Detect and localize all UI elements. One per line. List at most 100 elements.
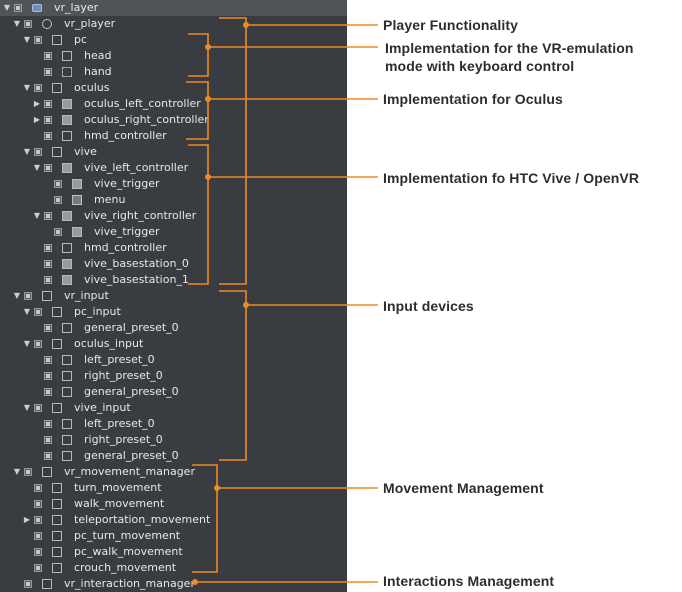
enable-checkbox[interactable] — [54, 196, 62, 204]
enable-checkbox[interactable] — [34, 340, 42, 348]
tree-row[interactable]: ▼vive — [0, 144, 347, 160]
enable-checkbox[interactable] — [24, 292, 32, 300]
tree-row[interactable]: walk_movement — [0, 496, 347, 512]
enable-checkbox[interactable] — [44, 68, 52, 76]
enable-checkbox[interactable] — [44, 276, 52, 284]
enable-checkbox[interactable] — [34, 148, 42, 156]
tree-row[interactable]: crouch_movement — [0, 560, 347, 576]
enable-checkbox[interactable] — [44, 164, 52, 172]
tree-row[interactable]: vive_trigger — [0, 176, 347, 192]
tree-row[interactable]: right_preset_0 — [0, 432, 347, 448]
enable-checkbox[interactable] — [14, 4, 22, 12]
tree-row[interactable]: pc_walk_movement — [0, 544, 347, 560]
enable-checkbox[interactable] — [34, 532, 42, 540]
annotation-player: Player Functionality — [383, 17, 519, 33]
tree-row[interactable]: right_preset_0 — [0, 368, 347, 384]
node-empty-icon — [62, 371, 72, 381]
expand-arrow-icon[interactable]: ▼ — [33, 163, 41, 172]
collapse-arrow-icon[interactable]: ▶ — [33, 115, 41, 124]
enable-checkbox[interactable] — [44, 52, 52, 60]
tree-row[interactable]: hmd_controller — [0, 240, 347, 256]
enable-checkbox[interactable] — [44, 260, 52, 268]
expand-arrow-icon[interactable]: ▼ — [33, 211, 41, 220]
enable-checkbox[interactable] — [44, 100, 52, 108]
enable-checkbox[interactable] — [34, 500, 42, 508]
enable-checkbox[interactable] — [34, 484, 42, 492]
tree-row[interactable]: ▶oculus_right_controller — [0, 112, 347, 128]
enable-checkbox[interactable] — [34, 564, 42, 572]
tree-row[interactable]: ▼ pc — [0, 32, 347, 48]
node-filled-icon — [62, 115, 72, 125]
tree-row[interactable]: left_preset_0 — [0, 352, 347, 368]
enable-checkbox[interactable] — [34, 516, 42, 524]
enable-checkbox[interactable] — [44, 372, 52, 380]
expand-arrow-icon[interactable]: ▼ — [13, 19, 21, 28]
tree-row-label: hand — [84, 65, 112, 78]
tree-row-label: pc — [74, 33, 88, 46]
tree-row[interactable]: menu — [0, 192, 347, 208]
enable-checkbox[interactable] — [54, 228, 62, 236]
tree-row[interactable]: ▼oculus — [0, 80, 347, 96]
tree-row[interactable]: ▼vive_input — [0, 400, 347, 416]
tree-row[interactable]: ▼vive_left_controller — [0, 160, 347, 176]
tree-row[interactable]: general_preset_0 — [0, 320, 347, 336]
tree-row[interactable]: general_preset_0 — [0, 384, 347, 400]
enable-checkbox[interactable] — [44, 116, 52, 124]
tree-row-label: walk_movement — [74, 497, 165, 510]
expand-arrow-icon[interactable]: ▼ — [3, 3, 11, 12]
enable-checkbox[interactable] — [44, 436, 52, 444]
enable-checkbox[interactable] — [44, 420, 52, 428]
enable-checkbox[interactable] — [24, 468, 32, 476]
enable-checkbox[interactable] — [44, 452, 52, 460]
enable-checkbox[interactable] — [44, 324, 52, 332]
tree-row[interactable]: ▼vr_player — [0, 16, 347, 32]
enable-checkbox[interactable] — [34, 548, 42, 556]
tree-row[interactable]: left_preset_0 — [0, 416, 347, 432]
tree-row[interactable]: turn_movement — [0, 480, 347, 496]
enable-checkbox[interactable] — [44, 132, 52, 140]
enable-checkbox[interactable] — [44, 212, 52, 220]
tree-row[interactable]: ▼vr_layer — [0, 0, 347, 16]
enable-checkbox[interactable] — [44, 388, 52, 396]
node-empty-icon — [52, 83, 62, 93]
expand-arrow-icon[interactable]: ▼ — [23, 147, 31, 156]
tree-row[interactable]: vive_basestation_1 — [0, 272, 347, 288]
enable-checkbox[interactable] — [34, 308, 42, 316]
enable-checkbox[interactable] — [24, 580, 32, 588]
tree-row[interactable]: vive_basestation_0 — [0, 256, 347, 272]
tree-row[interactable]: hand — [0, 64, 347, 80]
expand-arrow-icon[interactable]: ▼ — [13, 467, 21, 476]
tree-row[interactable]: general_preset_0 — [0, 448, 347, 464]
tree-row[interactable]: ▼vr_movement_manager — [0, 464, 347, 480]
tree-row[interactable]: ▼vive_right_controller — [0, 208, 347, 224]
expand-arrow-icon[interactable]: ▼ — [13, 291, 21, 300]
enable-checkbox[interactable] — [44, 244, 52, 252]
node-empty-icon — [42, 579, 52, 589]
enable-checkbox[interactable] — [24, 20, 32, 28]
tree-row[interactable]: pc_turn_movement — [0, 528, 347, 544]
expand-arrow-icon[interactable]: ▼ — [23, 307, 31, 316]
enable-checkbox[interactable] — [54, 180, 62, 188]
expand-arrow-icon[interactable]: ▼ — [23, 339, 31, 348]
enable-checkbox[interactable] — [34, 84, 42, 92]
tree-row[interactable]: vive_trigger — [0, 224, 347, 240]
tree-row[interactable]: ▼oculus_input — [0, 336, 347, 352]
collapse-arrow-icon[interactable]: ▶ — [33, 99, 41, 108]
collapse-arrow-icon[interactable]: ▶ — [23, 515, 31, 524]
tree-row[interactable]: vr_interaction_manager — [0, 576, 347, 592]
tree-row[interactable]: ▶ teleportation_movement — [0, 512, 347, 528]
tree-row[interactable]: head — [0, 48, 347, 64]
enable-checkbox[interactable] — [44, 356, 52, 364]
expand-arrow-icon[interactable]: ▼ — [23, 83, 31, 92]
expand-arrow-icon[interactable]: ▼ — [23, 35, 31, 44]
tree-row-label: vr_interaction_manager — [64, 577, 195, 590]
tree-row[interactable]: hmd_controller — [0, 128, 347, 144]
tree-row-label: teleportation_movement — [74, 513, 211, 526]
tree-row[interactable]: ▼pc_input — [0, 304, 347, 320]
expand-arrow-icon[interactable]: ▼ — [23, 403, 31, 412]
enable-checkbox[interactable] — [34, 36, 42, 44]
enable-checkbox[interactable] — [34, 404, 42, 412]
tree-row[interactable]: ▼vr_input — [0, 288, 347, 304]
tree-row[interactable]: ▶oculus_left_controller — [0, 96, 347, 112]
